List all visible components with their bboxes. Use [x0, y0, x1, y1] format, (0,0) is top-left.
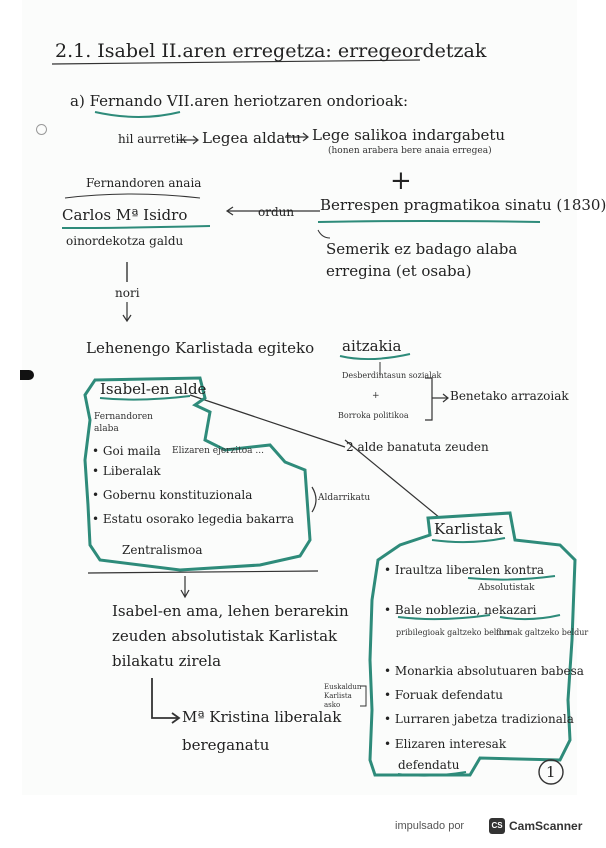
defendatu-text: defendatu	[398, 758, 460, 772]
isabel-ama-line-2: zeuden absolutistak Karlistak	[112, 627, 338, 645]
karlistak-item-label: Lurraren jabetza tradizionala	[394, 712, 574, 726]
alaba-text: alaba	[94, 424, 119, 434]
ordun-text: ordun	[258, 205, 295, 219]
camscanner-logo-icon: CS	[489, 818, 505, 834]
bereganatu-text: bereganatu	[182, 736, 270, 754]
lehenengo-text: Lehenengo Karlistada egiteko	[86, 339, 315, 357]
borroka-text: Borroka politikoa	[338, 411, 409, 420]
karlistak-item-label: Foruak defendatu	[394, 688, 503, 702]
powered-by-text: impulsado por	[395, 820, 465, 832]
berrespen-text: Berrespen pragmatikoa sinatu (1830)	[320, 196, 606, 214]
karlistak-item: • Bale noblezia, nekazari	[384, 603, 537, 617]
plus-small: +	[372, 391, 380, 401]
isabel-item: • Gobernu konstituzionala	[92, 488, 253, 502]
benetako-text: Benetako arrazoiak	[450, 389, 569, 403]
isabel-item: • Estatu osorako legedia bakarra	[92, 512, 295, 526]
legea-aldatu-text: Legea aldatu	[202, 129, 302, 147]
isabel-item-label: Gobernu konstituzionala	[102, 488, 253, 502]
isabel-ama-line-3: bilakatu zirela	[112, 652, 222, 670]
eliza-text: Elizaren ejerzitoa ...	[172, 446, 264, 456]
karlistak-item-label: Bale noblezia, nekazari	[394, 603, 537, 617]
isabel-item: • Goi maila	[92, 444, 161, 458]
karlistak-item: • Monarkia absolutuaren babesa	[384, 664, 584, 678]
karlistak-item-label: Monarkia absolutuaren babesa	[394, 664, 584, 678]
euskaldun-text: Euskaldun Karlista asko	[324, 683, 362, 709]
karlistak-item-label: Elizaren interesak	[394, 737, 507, 751]
karlistak-item: • Elizaren interesak	[384, 737, 507, 751]
section-a-heading: a) Fernando VII.aren heriotzaren ondorio…	[70, 92, 409, 110]
plus-sign: +	[390, 166, 412, 196]
isabel-box-title: Isabel-en alde	[100, 380, 207, 398]
aitzakia-text: aitzakia	[342, 337, 402, 355]
karlistak-item-label: Iraultza liberalen kontra	[394, 563, 544, 577]
camscanner-brand: CamScanner	[509, 819, 583, 833]
isabel-item-label: Goi maila	[102, 444, 161, 458]
foruak-galtzeko-text: foruak galtzeko beldur	[496, 628, 589, 637]
lege-salikoa-note: (honen arabera bere anaia erregea)	[328, 146, 492, 156]
punch-hole	[20, 370, 34, 380]
pribilegioak-text: pribilegioak galtzeko beldur	[396, 628, 511, 637]
lege-salikoa-text: Lege salikoa indargabetu	[312, 126, 506, 144]
desberdintasun-text: Desberdintasun sozialak	[342, 371, 442, 380]
isabel-item-label: Estatu osorako legedia bakarra	[102, 512, 295, 526]
scanner-footer: impulsado por CS CamScanner	[0, 808, 599, 848]
fernandoren-text: Fernandoren	[94, 412, 153, 422]
aldarrikatu-text: Aldarrikatu	[318, 493, 371, 503]
semerik-text: Semerik ez badago alaba	[326, 240, 518, 258]
oinordekotza-text: oinordekotza galdu	[66, 234, 184, 248]
hil-aurretik-text: hil aurretik	[118, 132, 187, 146]
absolutistak-text: Absolutistak	[478, 583, 535, 593]
karlistak-item: • Iraultza liberalen kontra	[384, 563, 544, 577]
page-number: 1	[546, 763, 556, 781]
karlistak-item: • Lurraren jabetza tradizionala	[384, 712, 574, 726]
kristina-text: Mª Kristina liberalak	[182, 708, 342, 726]
nori-text: nori	[115, 286, 140, 300]
aldeak-text: 2 alde banatuta zeuden	[346, 440, 489, 454]
carlos-text: Carlos Mª Isidro	[62, 206, 188, 224]
karlistak-box-title: Karlistak	[434, 520, 503, 538]
hole-mark	[36, 124, 47, 135]
karlistak-item: • Foruak defendatu	[384, 688, 503, 702]
fernandoren-anaia-text: Fernandoren anaia	[86, 176, 202, 190]
page-title: 2.1. Isabel II.aren erregetza: erregeord…	[55, 40, 487, 62]
isabel-item: • Liberalak	[92, 464, 161, 478]
isabel-ama-line-1: Isabel-en ama, lehen berarekin	[112, 602, 349, 620]
erregina-text: erregina (et osaba)	[326, 262, 472, 280]
isabel-item-label: Liberalak	[102, 464, 161, 478]
zentralismoa-text: Zentralismoa	[122, 543, 203, 557]
